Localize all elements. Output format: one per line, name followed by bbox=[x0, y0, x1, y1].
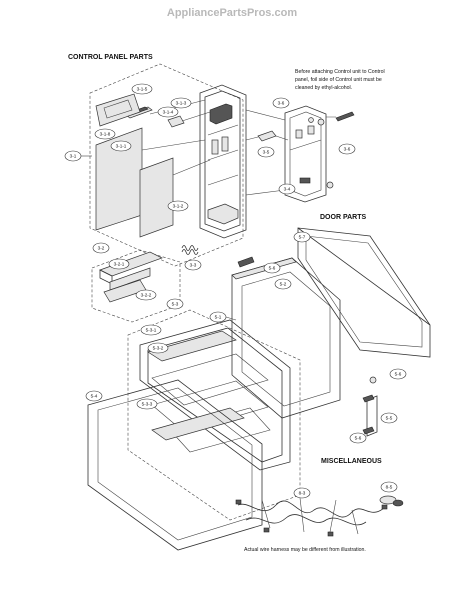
svg-text:3-1: 3-1 bbox=[70, 154, 77, 159]
svg-text:5-2: 5-2 bbox=[280, 282, 287, 287]
callout-5-6-right: 5-6 bbox=[389, 368, 407, 380]
part-bracket bbox=[167, 115, 185, 128]
callout-3-1-2: 3-1-2 bbox=[167, 200, 189, 212]
svg-text:5-4: 5-4 bbox=[91, 394, 98, 399]
callout-3-2: 3-2 bbox=[92, 242, 110, 254]
svg-text:3-1-4: 3-1-4 bbox=[163, 110, 174, 115]
svg-text:3-1-5: 3-1-5 bbox=[137, 87, 148, 92]
part-connector bbox=[257, 130, 277, 142]
svg-text:8-5: 8-5 bbox=[386, 485, 393, 490]
part-control-panel-frame bbox=[199, 84, 247, 239]
callout-3-5: 3-5 bbox=[257, 146, 275, 158]
callout-3-2-2: 3-2-2 bbox=[135, 289, 157, 301]
section-title-control-panel: CONTROL PANEL PARTS bbox=[68, 54, 153, 61]
svg-text:5-3-2: 5-3-2 bbox=[153, 346, 164, 351]
callout-3-1-5: 3-1-5 bbox=[131, 83, 153, 95]
callout-3-6-right: 3-6 bbox=[338, 143, 356, 155]
part-door-frame bbox=[139, 319, 291, 471]
section-title-door: DOOR PARTS bbox=[320, 214, 366, 221]
svg-text:3-1-1: 3-1-1 bbox=[116, 144, 127, 149]
section-title-misc: MISCELLANEOUS bbox=[321, 458, 382, 465]
svg-text:5-7: 5-7 bbox=[299, 235, 306, 240]
part-sub-sheet bbox=[139, 157, 174, 238]
callout-5-3-2: 5-3-2 bbox=[147, 342, 169, 354]
part-control-unit bbox=[284, 105, 327, 203]
callout-3-1-8: 3-1-8 bbox=[94, 128, 116, 140]
callout-5-5: 5-5 bbox=[380, 412, 398, 424]
svg-text:5-5: 5-5 bbox=[386, 416, 393, 421]
svg-text:5-3-1: 5-3-1 bbox=[146, 328, 157, 333]
part-display-holder bbox=[95, 93, 141, 127]
note-line-1: Before attaching Control unit to Control bbox=[295, 69, 385, 75]
control-unit-note: Before attaching Control unit to Control… bbox=[295, 69, 385, 91]
callout-5-4: 5-4 bbox=[85, 390, 103, 402]
svg-text:3-2-1: 3-2-1 bbox=[114, 262, 125, 267]
control-panel-group-boundary bbox=[89, 63, 244, 267]
callout-3-4: 3-4 bbox=[278, 183, 296, 195]
part-wire-harness bbox=[235, 497, 388, 537]
part-latch-top bbox=[237, 256, 255, 268]
svg-text:5-6: 5-6 bbox=[395, 372, 402, 377]
part-spring bbox=[181, 245, 199, 255]
note-line-2: panel, foil side of Control unit must be bbox=[295, 77, 382, 83]
callout-3-1: 3-1 bbox=[64, 150, 82, 162]
svg-text:3-5: 3-5 bbox=[263, 150, 270, 155]
callout-5-3: 5-3 bbox=[166, 298, 184, 310]
svg-text:3-1-8: 3-1-8 bbox=[100, 132, 111, 137]
svg-text:3-6: 3-6 bbox=[344, 147, 351, 152]
callout-3-2-1: 3-2-1 bbox=[108, 258, 130, 270]
watermark: AppliancePartsPros.com bbox=[167, 7, 297, 19]
svg-text:3-6: 3-6 bbox=[278, 101, 285, 106]
callout-5-1: 5-1 bbox=[209, 311, 227, 323]
part-door-front-panel bbox=[87, 379, 263, 551]
part-door-button bbox=[99, 251, 163, 303]
leader-5-1 bbox=[225, 316, 237, 321]
callout-8-5: 8-5 bbox=[380, 481, 398, 493]
part-misc-connector bbox=[379, 495, 404, 507]
callout-5-7: 5-7 bbox=[293, 231, 311, 243]
svg-text:8-3: 8-3 bbox=[299, 491, 306, 496]
svg-text:3-3: 3-3 bbox=[190, 263, 197, 268]
note-line-3: cleaned by ethyl-alcohol. bbox=[295, 85, 352, 91]
svg-text:5-6: 5-6 bbox=[355, 436, 362, 441]
svg-text:5-1: 5-1 bbox=[215, 315, 222, 320]
svg-text:5-3-3: 5-3-3 bbox=[142, 402, 153, 407]
part-screw-door bbox=[369, 376, 377, 384]
callout-3-3: 3-3 bbox=[184, 259, 202, 271]
callout-5-3-1: 5-3-1 bbox=[140, 324, 162, 336]
svg-text:3-1-2: 3-1-2 bbox=[173, 204, 184, 209]
callout-3-1-4: 3-1-4 bbox=[157, 106, 179, 118]
part-upper-trim bbox=[147, 330, 237, 362]
callout-3-1-3: 3-1-3 bbox=[170, 97, 192, 109]
svg-text:3-1-3: 3-1-3 bbox=[176, 101, 187, 106]
callout-5-6-bottom: 5-6 bbox=[349, 432, 367, 444]
callout-5-6-top: 5-6 bbox=[263, 262, 281, 274]
part-screws bbox=[308, 111, 355, 189]
callout-3-1-1: 3-1-1 bbox=[110, 140, 132, 152]
part-hinge bbox=[362, 394, 378, 437]
part-door-seal bbox=[297, 227, 431, 358]
callout-5-3-3: 5-3-3 bbox=[136, 398, 158, 410]
svg-text:3-2-2: 3-2-2 bbox=[141, 293, 152, 298]
svg-text:5-6: 5-6 bbox=[269, 266, 276, 271]
svg-text:3-4: 3-4 bbox=[284, 187, 291, 192]
svg-text:3-2: 3-2 bbox=[98, 246, 105, 251]
callout-3-6-top: 3-6 bbox=[272, 97, 290, 109]
callout-8-3: 8-3 bbox=[293, 487, 311, 499]
callout-5-2: 5-2 bbox=[274, 278, 292, 290]
part-lower-trim bbox=[151, 407, 245, 441]
wire-harness-note: Actual wire harness may be different fro… bbox=[244, 547, 366, 553]
svg-text:5-3: 5-3 bbox=[172, 302, 179, 307]
unit-leaders bbox=[245, 109, 336, 196]
